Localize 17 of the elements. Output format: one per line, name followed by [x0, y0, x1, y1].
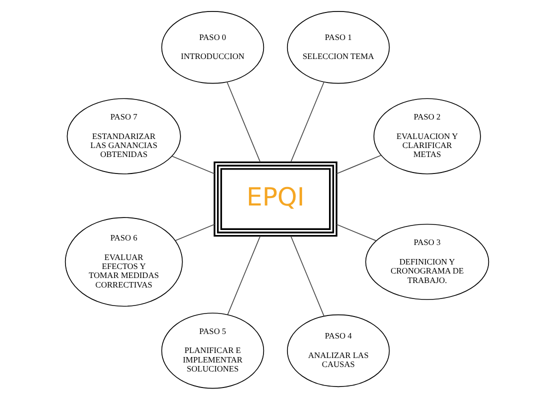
node-ellipse: PASO 4 ANALIZAR LAS CAUSAS — [286, 314, 390, 388]
node-ellipse: PASO 6 EVALUAR EFECTOS Y TOMAR MEDIDAS CORRECTIVAS — [64, 217, 183, 307]
connector — [290, 236, 324, 316]
node-ellipse: PASO 0 INTRODUCCION — [161, 11, 264, 84]
connector — [227, 236, 261, 315]
node-box: EPQI — [214, 161, 338, 237]
node-ellipse: PASO 7 ESTANDARIZAR LAS GANANCIAS OBTENIDAS — [66, 98, 181, 174]
connector — [336, 224, 376, 242]
node-ellipse: PASO 3 DEFINICION Y CRONOGRAMA DE TRABAJO. — [365, 224, 490, 300]
connector — [226, 82, 261, 162]
connector — [290, 82, 324, 162]
connector — [172, 156, 215, 174]
connector — [174, 224, 215, 241]
connector — [336, 154, 382, 174]
node-ellipse: PASO 5 PLANIFICAR E IMPLEMENTAR SOLUCIONES — [161, 312, 264, 389]
node-ellipse: PASO 2 EVALUACION Y CLARIFICAR METAS — [373, 98, 481, 174]
node-ellipse: PASO 1 SELECCION TEMA — [286, 11, 390, 84]
